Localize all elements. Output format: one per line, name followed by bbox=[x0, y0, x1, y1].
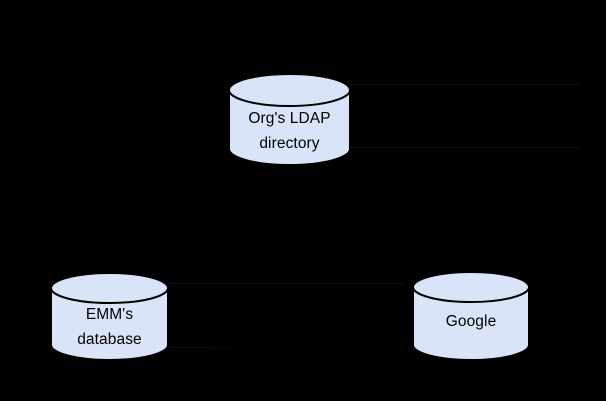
node-emms-database: EMM's database bbox=[50, 272, 169, 361]
node-google: Google bbox=[412, 271, 530, 361]
database-cylinder-icon bbox=[412, 271, 530, 361]
node-label-line-1: EMM's bbox=[85, 306, 134, 323]
node-label: Google bbox=[412, 309, 530, 334]
database-cylinder-icon bbox=[50, 272, 169, 361]
node-label: EMM's database bbox=[50, 302, 169, 352]
node-label-line-2: database bbox=[77, 331, 142, 348]
faint-line-bottom-middle-lower bbox=[169, 347, 262, 348]
faint-line-top-right-lower bbox=[351, 147, 580, 148]
faint-line-bottom-middle-upper bbox=[169, 283, 403, 284]
database-cylinder-icon bbox=[228, 73, 351, 166]
faint-line-top-right-upper bbox=[351, 84, 580, 85]
node-label: Org's LDAP directory bbox=[228, 106, 351, 156]
node-label-line-1: Google bbox=[445, 313, 497, 330]
node-label-line-2: directory bbox=[259, 135, 320, 152]
node-label-line-1: Org's LDAP bbox=[248, 110, 331, 127]
node-orgs-ldap-directory: Org's LDAP directory bbox=[228, 73, 351, 166]
